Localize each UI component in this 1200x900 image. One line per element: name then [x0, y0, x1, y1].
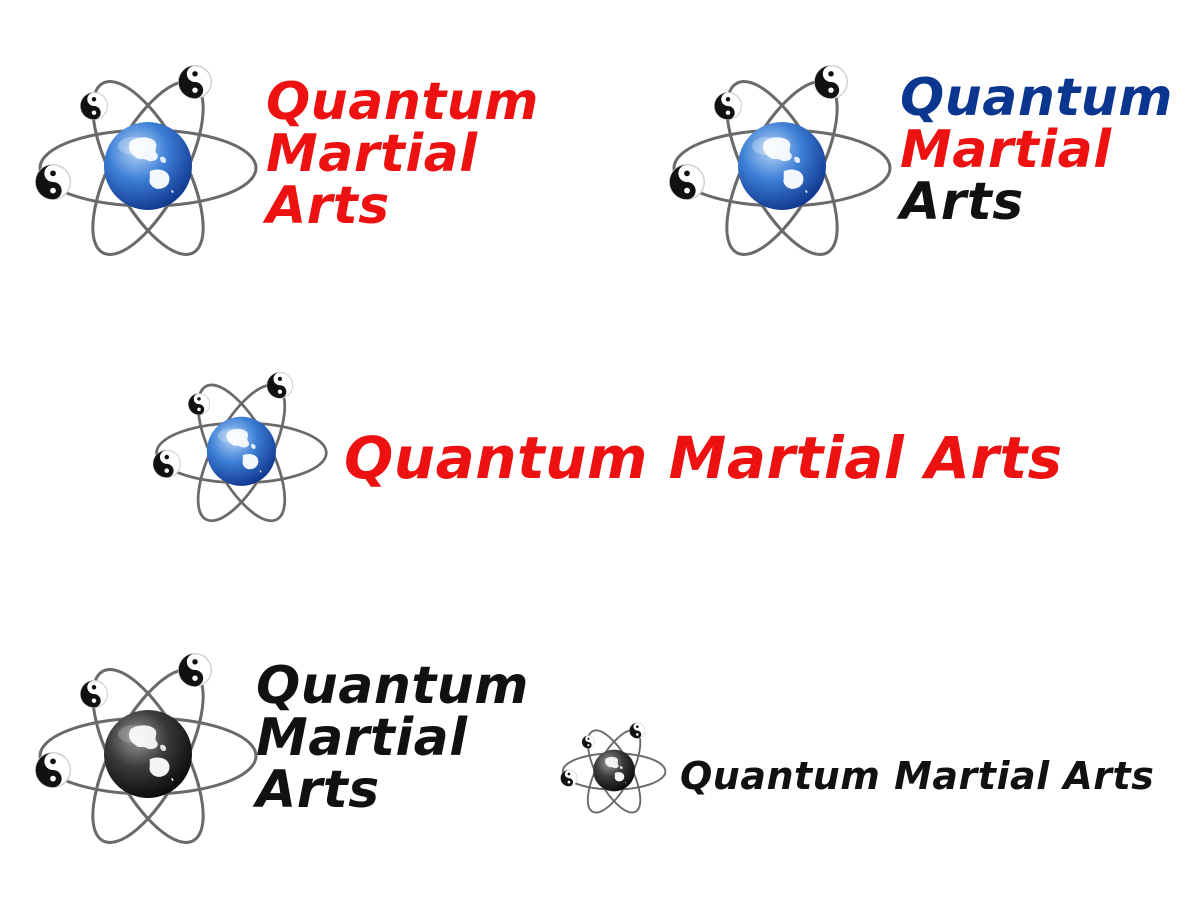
- wordmark-line-3: Arts: [256, 760, 380, 820]
- yin-yang-icon: [35, 164, 71, 200]
- yin-yang-icon: [669, 164, 705, 200]
- atom-globe-emblem: [560, 722, 667, 814]
- wordmark-line-1: Quantum: [900, 68, 1173, 128]
- yin-yang-icon: [178, 653, 212, 687]
- atom-globe-emblem: [669, 65, 892, 256]
- wordmark-stacked: Quantum Martial Arts: [900, 72, 1173, 228]
- atom-globe-emblem: [35, 65, 258, 256]
- globe-icon: [738, 122, 826, 210]
- wordmark-line-2: Martial: [256, 708, 468, 768]
- wordmark-line-2: Martial: [266, 124, 478, 184]
- yin-yang-icon: [35, 752, 71, 788]
- yin-yang-icon: [560, 769, 578, 787]
- yin-yang-icon: [714, 92, 742, 120]
- atom-globe-emblem: [152, 371, 328, 523]
- yin-yang-icon: [581, 735, 596, 749]
- wordmark-line-3: Arts: [900, 172, 1024, 232]
- wordmark-horizontal: Quantum Martial Arts: [344, 424, 1063, 492]
- yin-yang-icon: [266, 371, 294, 399]
- wordmark-stacked: Quantum Martial Arts: [266, 76, 539, 232]
- atom-globe-emblem: [35, 653, 258, 844]
- wordmark-line-1: Quantum: [266, 72, 539, 132]
- yin-yang-icon: [188, 393, 210, 416]
- logo-stacked-black: Quantum Martial Arts: [30, 648, 550, 858]
- globe-icon: [104, 122, 192, 210]
- globe-icon: [104, 710, 192, 798]
- logo-horizontal-black-small: Quantum Martial Arts: [558, 720, 1188, 830]
- yin-yang-icon: [629, 722, 646, 739]
- wordmark-line-1: Quantum: [256, 656, 529, 716]
- yin-yang-icon: [814, 65, 848, 99]
- yin-yang-icon: [152, 449, 181, 478]
- wordmark-horizontal: Quantum Martial Arts: [680, 754, 1155, 798]
- logo-horizontal-red: Quantum Martial Arts: [148, 368, 1138, 538]
- logo-stacked-red: Quantum Martial Arts: [30, 60, 550, 270]
- wordmark-line-3: Arts: [266, 176, 390, 236]
- logo-stacked-blue-red-black: Quantum Martial Arts: [664, 60, 1184, 270]
- globe-icon: [593, 749, 635, 792]
- yin-yang-icon: [178, 65, 212, 99]
- wordmark-stacked: Quantum Martial Arts: [256, 660, 529, 816]
- yin-yang-icon: [80, 92, 108, 120]
- wordmark-line-2: Martial: [900, 120, 1112, 180]
- yin-yang-icon: [80, 680, 108, 708]
- globe-icon: [206, 416, 276, 486]
